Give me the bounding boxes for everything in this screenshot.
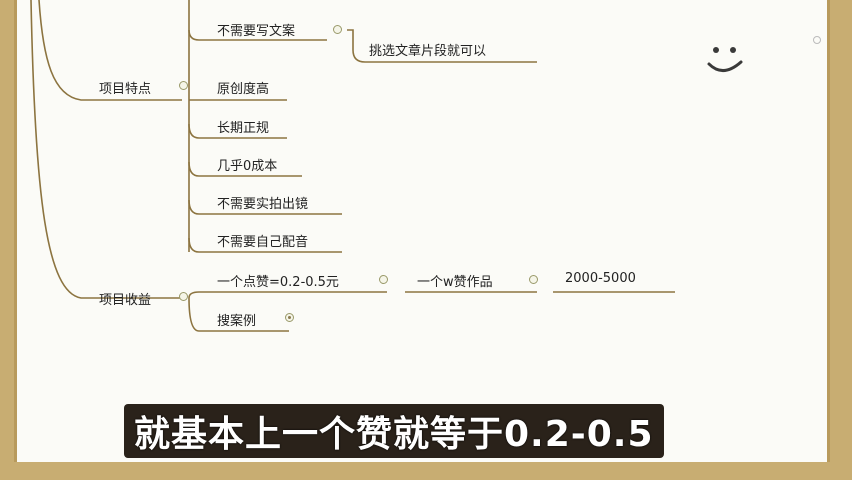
features-toggle-icon[interactable]: [179, 81, 188, 90]
no-copywriting-toggle-icon[interactable]: [333, 25, 342, 34]
income-10k-likes-work[interactable]: 一个w赞作品: [417, 275, 493, 290]
feature-high-originality[interactable]: 原创度高: [217, 82, 270, 97]
bottom-border: [14, 462, 830, 480]
income-toggle-icon[interactable]: [179, 292, 188, 301]
branch-label-features[interactable]: 项目特点: [99, 82, 152, 97]
canvas-scroll-indicator[interactable]: [813, 36, 821, 44]
income-search-cases[interactable]: 搜案例: [217, 314, 257, 329]
income-per-like[interactable]: 一个点赞=0.2-0.5元: [217, 275, 339, 290]
connector-root-features: [38, 0, 182, 101]
feature-no-voiceover[interactable]: 不需要自己配音: [217, 235, 309, 250]
per-like-toggle-icon[interactable]: [379, 275, 388, 284]
income-range[interactable]: 2000-5000: [565, 271, 636, 286]
smiley-face-icon: [707, 47, 743, 72]
subtitle-text: 就基本上一个赞就等于0.2-0.5: [134, 414, 654, 455]
feature-no-on-camera[interactable]: 不需要实拍出镜: [217, 197, 309, 212]
feature-no-copywriting[interactable]: 不需要写文案: [217, 24, 296, 39]
mindmap-canvas[interactable]: 项目特点 不需要写文案 挑选文章片段就可以 原创度高 长期正规 几乎0成本 不需…: [14, 0, 830, 462]
branch-label-income[interactable]: 项目收益: [99, 293, 152, 308]
10k-likes-toggle-icon[interactable]: [529, 275, 538, 284]
search-cases-toggle-icon[interactable]: [285, 313, 294, 322]
connector-root-income: [30, 0, 182, 299]
video-subtitle: 就基本上一个赞就等于0.2-0.5: [124, 404, 664, 458]
mindmap-connectors: [30, 0, 675, 332]
feature-pick-excerpts[interactable]: 挑选文章片段就可以: [369, 44, 487, 59]
feature-almost-zero-cost[interactable]: 几乎0成本: [217, 159, 278, 174]
feature-long-term-legit[interactable]: 长期正规: [217, 121, 270, 136]
